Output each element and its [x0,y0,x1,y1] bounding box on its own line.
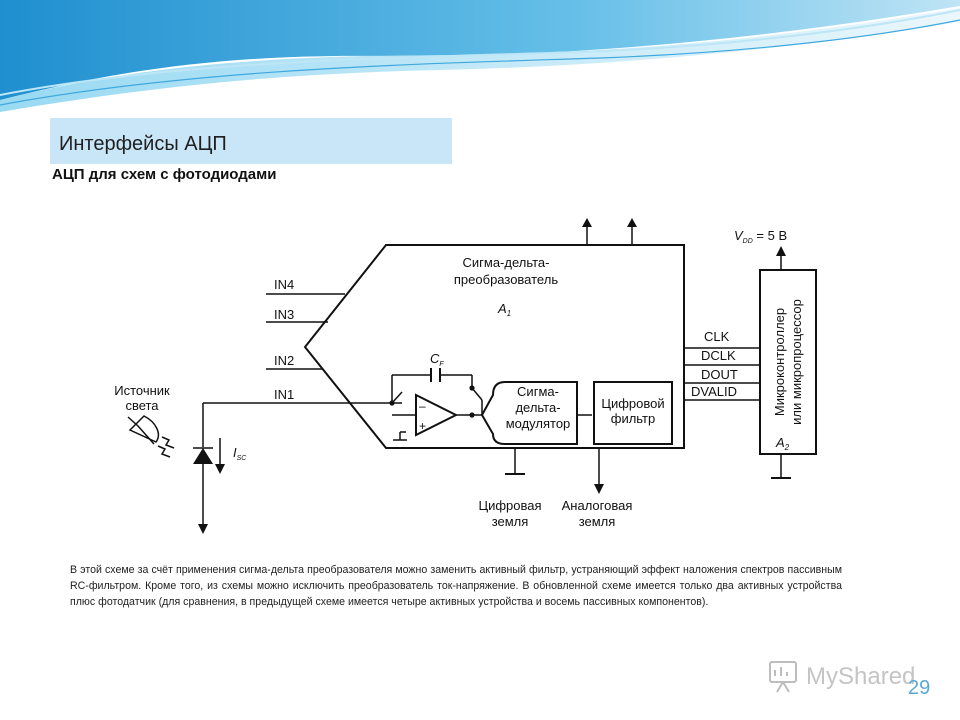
vdd-symbol: V [734,228,744,243]
vdd-value: = 5 В [753,228,787,243]
slide-description: В этой схеме за счёт применения сигма-де… [70,564,842,608]
decorative-waves [0,0,960,112]
modulator-line2: дельта- [515,400,560,415]
capacitor-symbol: C [430,351,440,366]
svg-text:CF: CF [430,351,444,368]
digital-ground-line1: Цифровая [478,498,541,513]
converter-name-line2: преобразователь [454,272,558,287]
opamp-minus: – [419,399,426,413]
micro-ref-sub: 2 [784,443,790,452]
micro-ref: A [775,435,785,450]
signal-dvalid: DVALID [691,384,737,399]
input-label-in4: IN4 [274,277,294,292]
input-label-in3: IN3 [274,307,294,322]
title-bar: Интерфейсы АЦП [50,118,452,164]
modulator-line3: модулятор [506,416,571,431]
input-label-in2: IN2 [274,353,294,368]
signal-dclk: DCLK [701,348,736,363]
converter-ref-sub: 1 [507,309,511,318]
svg-text:ISC: ISC [233,445,247,462]
signal-dout: DOUT [701,367,738,382]
current-sub: SC [237,455,248,462]
input-label-in1: IN1 [274,387,294,402]
microcontroller-outline [759,269,817,455]
opamp-plus: + [419,419,426,433]
circuit-diagram: Сигма-дельта- преобразователь A1 IN4 IN3… [90,212,832,542]
svg-text:VDD = 5 В: VDD = 5 В [734,228,787,245]
page-number: 29 [908,677,931,699]
analog-ground-line1: Аналоговая [562,498,633,513]
vdd-sub: DD [743,238,753,245]
digital-ground-line2: земля [492,514,529,529]
myshared-logo: MyShared [769,661,915,693]
filter-line1: Цифровой [601,396,664,411]
presentation-board-icon [769,661,797,693]
capacitor-sub: F [439,361,444,368]
slide-title: Интерфейсы АЦП [59,133,227,155]
converter-ref: A [497,301,507,316]
slide-subtitle: АЦП для схем с фотодиодами [52,166,277,183]
micro-line1: Микроконтроллер [772,308,787,416]
svg-text:A2: A2 [775,435,790,452]
current-symbol: I [233,445,237,460]
converter-outline [303,244,685,449]
filter-outline [593,381,673,445]
analog-ground-line2: земля [579,514,616,529]
micro-line2: или микропроцессор [789,299,804,425]
modulator-outline [480,381,578,445]
modulator-line1: Сигма- [517,384,559,399]
signal-clk: CLK [704,329,730,344]
converter-name-line1: Сигма-дельта- [463,255,550,270]
filter-line2: фильтр [611,411,655,426]
source-label-line2: света [125,398,159,413]
source-label-line1: Источник [114,383,170,398]
logo-text: MyShared [806,663,915,690]
svg-text:A1: A1 [497,301,511,318]
